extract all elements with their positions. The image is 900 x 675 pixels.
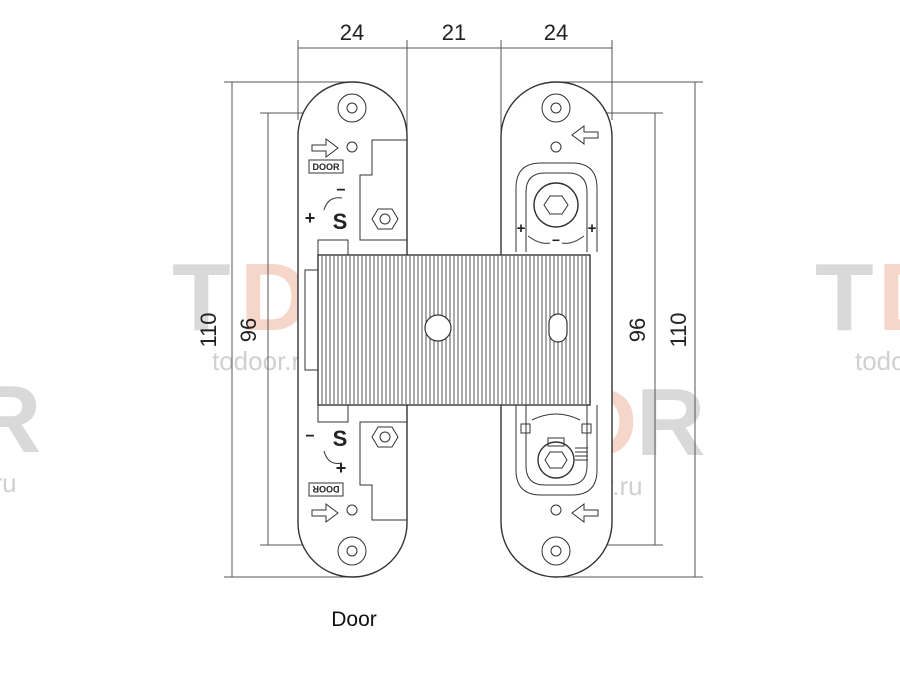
rotate-arrow-icon (527, 235, 551, 244)
door-label: Door (331, 608, 377, 631)
arrow-left-icon (571, 503, 599, 523)
knuckle-ribs (321, 256, 587, 404)
dimension-right-inner: 96 (625, 318, 650, 342)
screw-hole-top (541, 93, 571, 123)
hinge-knuckle (317, 254, 591, 406)
screw-hole-bottom (337, 536, 367, 566)
dimension-top-left: 24 (340, 20, 364, 45)
hex-bolt-top (533, 182, 579, 228)
svg-text:−: − (305, 428, 314, 445)
plate-door-label: DOOR (313, 162, 341, 172)
watermark-edge-left: R todoor.ru (0, 366, 41, 498)
watermark-edge-right: T D todoor.ru (815, 244, 900, 376)
knuckle-slot-right (548, 313, 568, 343)
knuckle-hole-left (424, 314, 452, 342)
svg-text:+: + (517, 220, 526, 237)
svg-text:S: S (333, 426, 348, 451)
dimension-left-outer: 110 (196, 312, 221, 347)
arrow-right-icon (311, 503, 339, 523)
dimension-top-middle: 21 (442, 20, 466, 45)
screw-hole-bottom (541, 536, 571, 566)
small-hole (550, 504, 562, 516)
rotate-arrow-icon (323, 197, 343, 211)
svg-text:+: + (336, 458, 347, 478)
svg-text:S: S (333, 209, 348, 234)
watermark-logo-t: T (815, 244, 874, 351)
small-hole (346, 141, 358, 153)
small-hole (550, 141, 562, 153)
arrow-right-icon (311, 138, 339, 158)
rotate-arrow-icon (323, 450, 343, 464)
rotate-arrow-icon (531, 413, 581, 421)
watermark-logo-d: D (878, 244, 900, 351)
watermark-logo-t: T (172, 244, 231, 351)
adjustment-screw-top: S + − (305, 182, 399, 234)
dimension-top-right: 24 (544, 20, 568, 45)
hex-bolt-bottom (537, 441, 575, 479)
watermark-logo-r: R (636, 369, 705, 476)
dimension-left-inner: 96 (236, 318, 261, 342)
arrow-left-icon (571, 125, 599, 145)
watermark-domain: todoor.ru (0, 468, 17, 498)
svg-text:+: + (305, 208, 316, 228)
screw-hole-top (337, 93, 367, 123)
svg-text:−: − (336, 182, 345, 199)
rotate-arrow-icon (561, 235, 585, 244)
plate-door-label: DOOR (312, 484, 340, 494)
svg-text:+: + (588, 220, 597, 237)
dimension-right-outer: 110 (666, 312, 691, 347)
watermark-domain: todoor.ru (855, 346, 900, 376)
svg-text:−: − (552, 232, 560, 248)
adjustment-screw-bottom: S − + (305, 426, 399, 478)
small-hole (346, 504, 358, 516)
watermark-logo-r: R (0, 366, 41, 473)
